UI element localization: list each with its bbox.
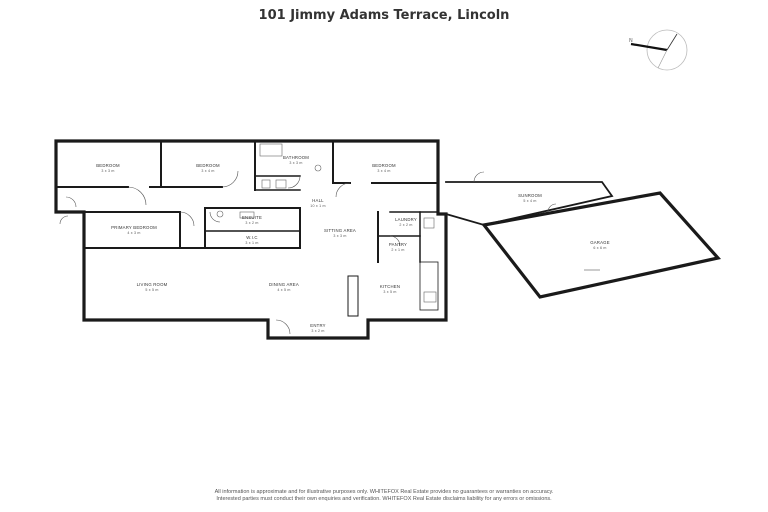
room-name: DINING AREA xyxy=(269,282,299,287)
room-dims: 3 x 2 m xyxy=(245,221,259,225)
room-name: KITCHEN xyxy=(379,284,401,289)
room-dims: 3 x 1 m xyxy=(245,241,259,245)
disclaimer: All information is approximate and for i… xyxy=(40,489,728,503)
room-dims: 10 x 1 m xyxy=(310,204,326,208)
room-name: ENSUITE xyxy=(241,215,263,220)
room-dims: 3 x 4 m xyxy=(377,169,391,173)
room-dims: 3 x 4 m xyxy=(201,169,215,173)
room-dims: 5 x 5 m xyxy=(145,288,159,292)
room-name: LAUNDRY xyxy=(395,217,417,222)
room-name: BEDROOM xyxy=(96,163,120,168)
room-dims: 5 x 4 m xyxy=(523,199,537,203)
svg-text:N: N xyxy=(629,38,633,44)
room-dims: 2 x 2 m xyxy=(399,223,413,227)
room-name: PANTRY xyxy=(388,242,408,247)
room-dims: 4 x 3 m xyxy=(127,231,141,235)
room-name: PRIMARY BEDROOM xyxy=(111,225,157,230)
room-name: BEDROOM xyxy=(196,163,220,168)
property-address-title: 101 Jimmy Adams Terrace, Lincoln xyxy=(258,8,510,23)
disclaimer-line-2: Interested parties must conduct their ow… xyxy=(216,496,552,502)
room-name: SITTING AREA xyxy=(323,228,357,233)
room-name: GARAGE xyxy=(590,240,610,245)
room-dims: 4 x 5 m xyxy=(277,288,291,292)
room-dims: 6 x 6 m xyxy=(593,246,607,250)
room-name: LIVING ROOM xyxy=(136,282,168,287)
room-name: SUNROOM xyxy=(518,193,542,198)
room-dims: 3 x 2 m xyxy=(311,329,325,333)
room-name: HALL xyxy=(312,198,324,203)
room-name: BEDROOM xyxy=(372,163,396,168)
room-dims: 3 x 5 m xyxy=(383,290,397,294)
room-name: ENTRY xyxy=(310,323,326,328)
room-dims: 2 x 1 m xyxy=(391,248,405,252)
room-name: BATHROOM xyxy=(282,155,310,160)
room-dims: 3 x 3 m xyxy=(101,169,115,173)
room-name: W.I.C xyxy=(246,235,258,240)
north-arrow-icon: N xyxy=(629,29,688,71)
room-dims: 3 x 3 m xyxy=(333,234,347,238)
disclaimer-line-1: All information is approximate and for i… xyxy=(214,489,554,495)
room-dims: 3 x 3 m xyxy=(289,161,303,165)
